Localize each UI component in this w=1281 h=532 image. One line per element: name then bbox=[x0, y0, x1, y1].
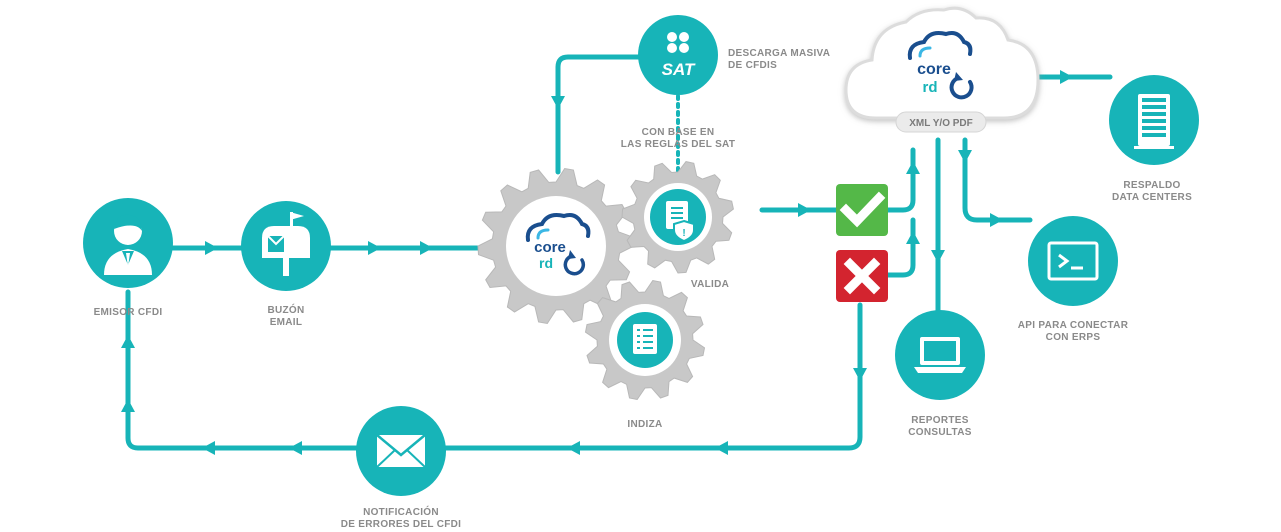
indiza-label: INDIZA bbox=[627, 419, 662, 431]
indiza-label-text: INDIZA bbox=[627, 419, 663, 430]
svg-text:!: ! bbox=[682, 228, 685, 239]
reportes-label: REPORTES CONSULTAS bbox=[908, 415, 971, 439]
logo-rd-text: rd bbox=[539, 255, 553, 271]
buzon-label: BUZÓN EMAIL bbox=[267, 305, 304, 329]
api-label-line1: API PARA CONECTAR bbox=[1017, 320, 1129, 331]
cloud-to-api-line bbox=[962, 137, 1033, 223]
valida-label: VALIDA bbox=[691, 279, 729, 291]
reglas-label-line1: CON BASE EN bbox=[641, 127, 715, 138]
main-gear-logo: core rd bbox=[513, 203, 599, 289]
cloud-logo: core rd bbox=[907, 31, 974, 100]
arrow-right bbox=[420, 241, 433, 255]
valid-check-badge bbox=[836, 184, 888, 236]
emisor-node bbox=[83, 198, 173, 288]
connectors bbox=[125, 54, 1113, 451]
arrow-left bbox=[567, 441, 580, 455]
terminal-icon bbox=[1047, 241, 1099, 281]
document-list-icon bbox=[617, 312, 673, 368]
person-icon bbox=[104, 214, 152, 275]
arrow-up bbox=[121, 399, 135, 412]
buzon-label-line1: BUZÓN bbox=[267, 305, 305, 316]
cloud-node: core rd XML Y/O PDF bbox=[844, 6, 1040, 133]
sat-label: DESCARGA MASIVA DE CFDIS bbox=[728, 48, 830, 72]
reglas-label-line2: LAS REGLAS DEL SAT bbox=[620, 139, 736, 150]
arrow-right bbox=[368, 241, 381, 255]
emisor-label-text: EMISOR CFDI bbox=[93, 307, 163, 318]
error-return-line bbox=[125, 289, 863, 451]
notificacion-node bbox=[356, 406, 446, 496]
document-shield-icon: ! bbox=[650, 189, 706, 245]
arrow-down bbox=[931, 250, 945, 263]
logo-core-text: core bbox=[534, 239, 566, 256]
emisor-label: EMISOR CFDI bbox=[94, 307, 163, 319]
arrow-up bbox=[121, 335, 135, 348]
respaldo-label: RESPALDO DATA CENTERS bbox=[1112, 180, 1192, 204]
api-node bbox=[1028, 216, 1118, 306]
arrow-down bbox=[958, 150, 972, 163]
arrow-right bbox=[990, 213, 1003, 227]
xml-pdf-badge-text: XML Y/O PDF bbox=[909, 118, 973, 129]
sat-loop-line bbox=[555, 54, 643, 175]
check-to-cloud-line bbox=[885, 147, 916, 213]
arrow-right bbox=[1060, 70, 1073, 84]
xml-pdf-badge bbox=[895, 111, 987, 133]
arrow-down bbox=[853, 368, 867, 381]
notificacion-label-line1: NOTIFICACIÓN bbox=[363, 507, 439, 518]
close-icon bbox=[843, 257, 881, 295]
envelope-icon bbox=[376, 434, 426, 468]
notificacion-label: NOTIFICACIÓN DE ERRORES DEL CFDI bbox=[341, 507, 462, 531]
arrow-right bbox=[798, 203, 811, 217]
arrow-left bbox=[289, 441, 302, 455]
buzon-node bbox=[241, 201, 331, 291]
server-rack-icon bbox=[1134, 94, 1174, 149]
api-label: API PARA CONECTAR CON ERPS bbox=[1018, 320, 1128, 344]
respaldo-label-line1: RESPALDO bbox=[1123, 180, 1181, 191]
laptop-icon bbox=[914, 337, 966, 373]
sat-label-line2: DE CFDIS bbox=[728, 60, 778, 71]
respaldo-node bbox=[1109, 75, 1199, 165]
sat-label-line1: DESCARGA MASIVA bbox=[728, 48, 831, 59]
respaldo-label-line2: DATA CENTERS bbox=[1111, 192, 1193, 203]
reglas-label: CON BASE EN LAS REGLAS DEL SAT bbox=[621, 127, 735, 151]
buzon-label-line2: EMAIL bbox=[269, 317, 303, 328]
reportes-node bbox=[895, 310, 985, 400]
valida-label-text: VALIDA bbox=[690, 279, 730, 290]
arrow-up bbox=[906, 161, 920, 174]
reportes-label-line2: CONSULTAS bbox=[908, 427, 972, 438]
sat-icon-text: SAT bbox=[662, 60, 696, 79]
check-icon bbox=[839, 191, 886, 228]
sat-logo-icon bbox=[667, 32, 689, 53]
sat-node: SAT bbox=[638, 15, 718, 95]
mailbox-icon bbox=[262, 212, 310, 276]
logo-rd-text: rd bbox=[923, 79, 938, 96]
api-label-line2: CON ERPS bbox=[1045, 332, 1101, 343]
arrow-right bbox=[205, 241, 218, 255]
arrow-left bbox=[202, 441, 215, 455]
arrow-left bbox=[715, 441, 728, 455]
notificacion-label-line2: DE ERRORES DEL CFDI bbox=[340, 519, 462, 530]
reportes-label-line1: REPORTES bbox=[911, 415, 969, 426]
error-badge bbox=[836, 250, 888, 302]
error-to-cloud-line bbox=[885, 217, 916, 278]
logo-core-text: core bbox=[917, 61, 951, 78]
arrow-down bbox=[551, 96, 565, 109]
arrow-up bbox=[906, 231, 920, 244]
arrowheads bbox=[121, 70, 1073, 455]
